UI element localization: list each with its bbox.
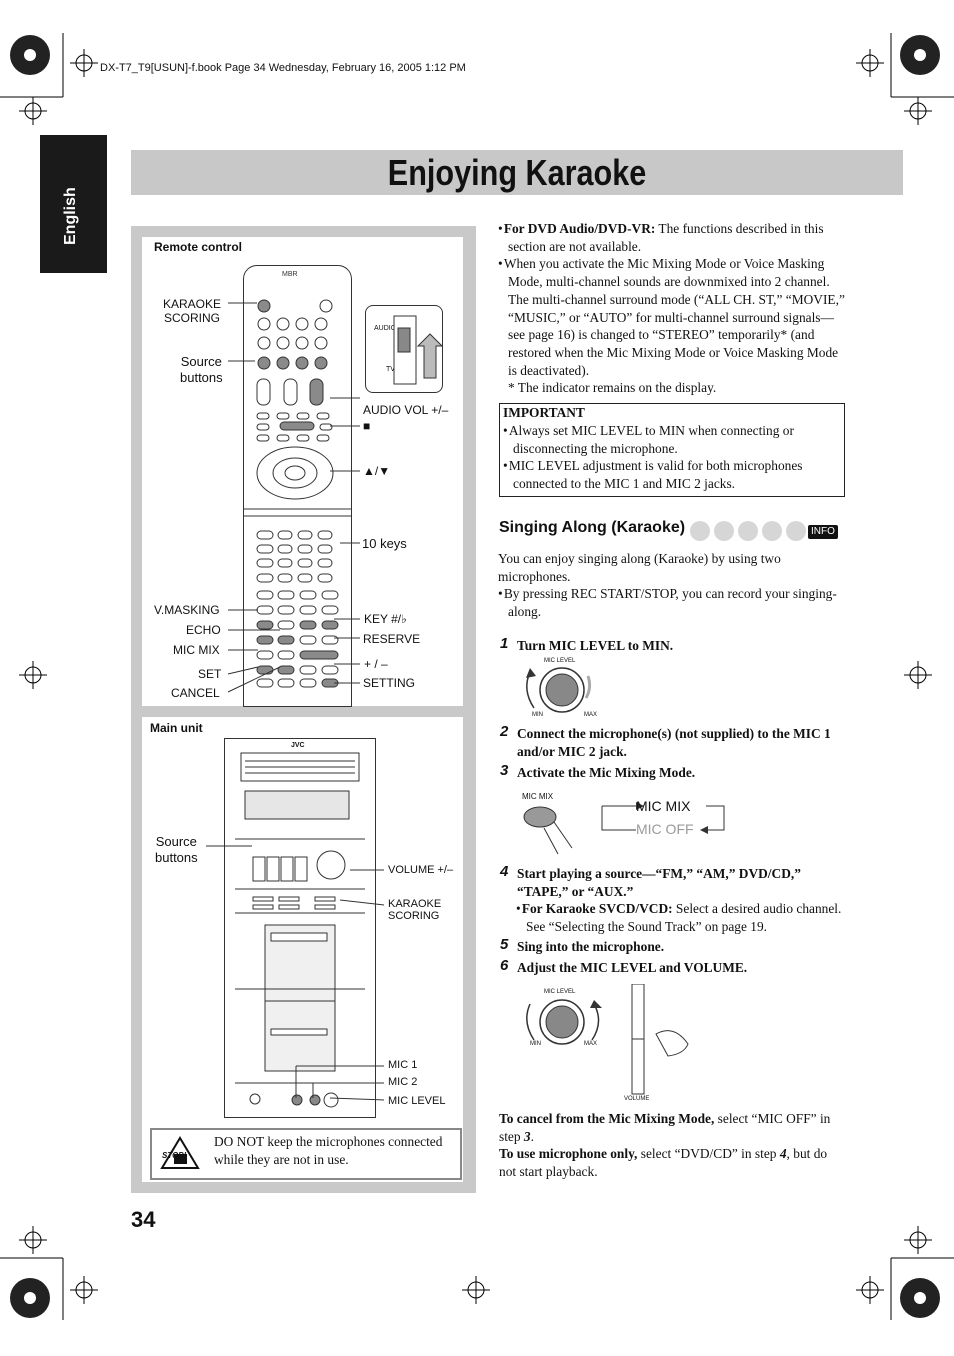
label-mic-level: MIC LEVEL (388, 1095, 446, 1107)
info-badge: INFO (808, 525, 838, 539)
label-plus-minus: + / – (364, 657, 388, 671)
book-header-info: DX-T7_T9[USUN]-f.book Page 34 Wednesday,… (100, 62, 466, 74)
section-title: Singing Along (Karaoke) (499, 519, 686, 536)
section-intro-text: You can enjoy singing along (Karaoke) by… (498, 551, 781, 584)
step-3-number: 3 (500, 762, 509, 779)
section-intro: You can enjoy singing along (Karaoke) by… (498, 550, 846, 621)
use-note: To use microphone only, select “DVD/CD” … (499, 1146, 828, 1180)
intro-bullet-2: • When you activate the Mic Mixing Mode … (498, 256, 845, 378)
step-1-number: 1 (500, 635, 509, 652)
mic-mix-state-off: MIC OFF (636, 821, 694, 837)
dial-min-2: MIN (530, 1041, 541, 1047)
label-volume-main: VOLUME +/– (388, 864, 454, 876)
label-cancel: CANCEL (171, 686, 220, 700)
switch-tv-label: TV (386, 366, 395, 373)
page-title: Enjoying Karaoke (387, 151, 647, 193)
step-6-number: 6 (500, 957, 509, 974)
intro-bullets: • For DVD Audio/DVD-VR: The functions de… (498, 220, 846, 397)
section-intro-bullet: • By pressing REC START/STOP, you can re… (498, 586, 837, 620)
label-echo: ECHO (186, 623, 221, 637)
mic-mix-state-on: MIC MIX (636, 798, 691, 814)
main-unit-svg (235, 752, 365, 1108)
step-3-text: Activate the Mic Mixing Mode. (517, 765, 696, 780)
step-6-text: Adjust the MIC LEVEL and VOLUME. (517, 960, 748, 975)
step-2-text: Connect the microphone(s) (not supplied)… (517, 726, 831, 759)
warning-box: STOP! DO NOT keep the microphones connec… (150, 1128, 462, 1180)
main-unit-brand: JVC (291, 742, 305, 749)
label-karaoke-scoring-main: KARAOKE SCORING (388, 898, 442, 922)
language-tab: English (40, 135, 107, 273)
important-title: IMPORTANT (503, 405, 585, 420)
remote-buttons-svg: MBR (244, 271, 351, 688)
remote-heading: Remote control (154, 240, 243, 254)
dial-label-2: MIC LEVEL (544, 989, 576, 995)
step-4-sub: • For Karaoke SVCD/VCD: Select a desired… (516, 901, 842, 934)
audio-tv-switch-inset: AUDIO TV (365, 305, 443, 393)
mic-level-dial-svg (526, 667, 592, 713)
step-1-text: Turn MIC LEVEL to MIN. (517, 638, 674, 653)
label-setting: SETTING (363, 676, 416, 690)
label-karaoke-scoring: KARAOKE SCORING (163, 297, 222, 325)
label-reserve: RESERVE (363, 632, 421, 646)
page-number: 34 (131, 1207, 156, 1232)
label-up-down: ▲/▼ (363, 464, 391, 478)
mic-level-dial-figure: MIC LEVEL MIN MAX (516, 658, 602, 720)
title-bar: Enjoying Karaoke (131, 150, 903, 195)
main-unit-illustration: JVC (224, 738, 376, 1118)
volume-fig-label: VOLUME (624, 1096, 650, 1102)
step-2-number: 2 (500, 723, 509, 740)
step-4-text: Start playing a source—“FM,” “AM,” DVD/C… (517, 866, 801, 899)
label-v-masking: V.MASKING (154, 603, 220, 617)
footnote: * The indicator remains on the display. (508, 380, 717, 396)
step-5-text: Sing into the microphone. (517, 939, 665, 954)
adjust-level-svg (526, 983, 689, 1095)
warning-text: DO NOT keep the microphones connected wh… (214, 1134, 443, 1167)
dial-max-2: MAX (584, 1041, 598, 1047)
label-ten-keys: 10 keys (362, 536, 407, 551)
dial-min: MIN (532, 712, 543, 718)
mic-mix-figure: MIC MIX MIC MIX MIC OFF (518, 792, 733, 856)
label-set: SET (198, 667, 222, 681)
language-tab-label: English (62, 187, 79, 245)
dial-label: MIC LEVEL (544, 658, 576, 664)
switch-audio-label: AUDIO (374, 325, 397, 332)
dial-max: MAX (584, 712, 598, 718)
adjust-level-figure: MIC LEVEL MIN MAX VOLUME (516, 983, 696, 1106)
important-box: IMPORTANT • Always set MIC LEVEL to MIN … (499, 403, 845, 497)
label-mic1: MIC 1 (388, 1059, 418, 1071)
label-source-buttons-remote: Source buttons (180, 354, 223, 385)
label-key: KEY #/♭ (364, 612, 407, 626)
mic-mix-svg (523, 802, 725, 855)
label-mic2: MIC 2 (388, 1076, 418, 1088)
intro-bullet-1: • For DVD Audio/DVD-VR: The functions de… (498, 221, 824, 254)
important-item: • Always set MIC LEVEL to MIN when conne… (503, 423, 794, 456)
switch-arrow-svg (393, 315, 442, 385)
stop-icon-text: STOP! (162, 1151, 187, 1160)
cancel-note: To cancel from the Mic Mixing Mode, sele… (499, 1111, 831, 1144)
stop-warning-icon (160, 1136, 200, 1169)
remote-control-illustration: MBR (243, 265, 352, 707)
mic-mix-button-label: MIC MIX (522, 792, 554, 801)
step-4-number: 4 (500, 863, 509, 880)
important-list: • Always set MIC LEVEL to MIN when conne… (503, 422, 837, 493)
label-source-buttons-main: Source buttons (155, 834, 198, 865)
svg-text:MBR: MBR (282, 271, 298, 278)
important-item: • MIC LEVEL adjustment is valid for both… (503, 458, 803, 492)
closing-notes: To cancel from the Mic Mixing Mode, sele… (499, 1110, 847, 1181)
label-stop: ■ (363, 419, 371, 433)
label-audio-vol: AUDIO VOL +/– (363, 403, 449, 417)
step-5-number: 5 (500, 936, 509, 953)
label-mic-mix: MIC MIX (173, 643, 220, 657)
main-unit-heading: Main unit (150, 721, 203, 735)
